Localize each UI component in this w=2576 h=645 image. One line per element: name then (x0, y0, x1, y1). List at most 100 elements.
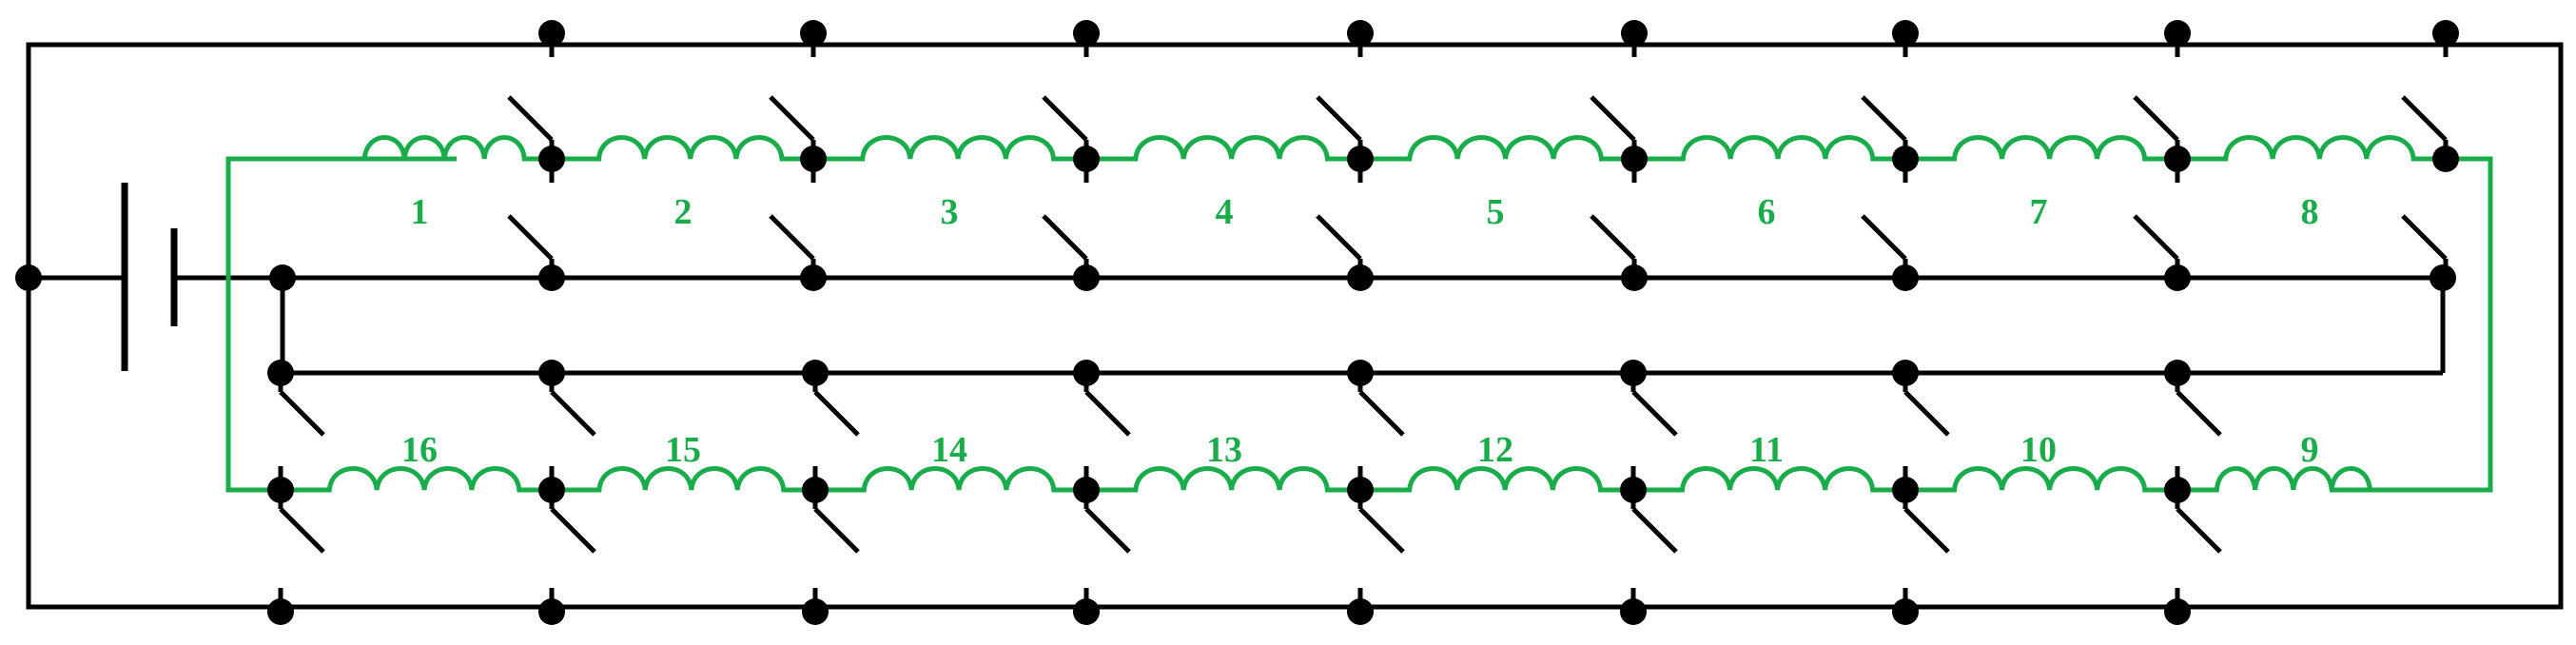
top-coil-node (2432, 146, 2459, 172)
top-rail-node (1073, 20, 1100, 47)
bottom-coil-14 (815, 466, 1086, 493)
bus-b-node (802, 360, 829, 386)
black-wiring (26, 42, 2564, 610)
top-rail-node (1621, 20, 1648, 47)
switch-blade (1316, 95, 1362, 142)
bottom-coil-node (1347, 477, 1374, 503)
top-coil-node (800, 146, 827, 172)
bottom-rail-node (267, 598, 294, 625)
switch-blade (1903, 507, 1950, 554)
top-rail-node (1892, 20, 1919, 47)
switch-blade (769, 214, 815, 261)
bottom-coil-9 (2177, 466, 2396, 493)
bus-b-node (538, 360, 565, 386)
switch-blade (279, 390, 325, 437)
switch-blade (1631, 507, 1678, 554)
switch-blade (1590, 95, 1636, 142)
top-coil-node (1073, 146, 1100, 172)
bottom-coil-node (1073, 477, 1100, 503)
bus-a-node (1347, 264, 1374, 291)
bottom-coil-node (1620, 477, 1647, 503)
bus-b-node (267, 360, 294, 386)
top-coil-5 (1360, 135, 1634, 162)
battery-left-node (15, 264, 42, 291)
switch-blade (1861, 95, 1907, 142)
switch-blade (279, 507, 325, 554)
bottom-coil-label: 13 (1206, 430, 1242, 470)
switch-blade (1590, 214, 1636, 261)
bus-a-node (1073, 264, 1100, 291)
bottom-coil-label: 10 (2020, 430, 2057, 470)
top-coil-label: 5 (1487, 192, 1505, 232)
top-coil-node (1621, 146, 1648, 172)
bottom-rail-node (2164, 598, 2191, 625)
top-coil-4 (1086, 135, 1360, 162)
top-coil-label: 2 (674, 192, 693, 232)
switch-blade (1861, 214, 1907, 261)
bottom-coil-node (267, 477, 294, 503)
bottom-rail-node (1073, 598, 1100, 625)
top-coil-6 (1634, 135, 1905, 162)
switches (278, 33, 2449, 612)
switch-blade (1042, 95, 1088, 142)
top-rail-node (538, 20, 565, 47)
bus-a-node (538, 264, 565, 291)
switch-blade (1042, 214, 1088, 261)
bus-b-node (1073, 360, 1100, 386)
bottom-rail-node (802, 598, 829, 625)
bottom-rail-node (1347, 598, 1374, 625)
bottom-coil-label: 16 (401, 430, 438, 470)
bus-b-node (1620, 360, 1647, 386)
bus-a-right-node (2430, 264, 2456, 291)
bottom-coil-11 (1633, 466, 1905, 493)
bottom-rail-node (1892, 598, 1919, 625)
switch-blade (2176, 390, 2222, 437)
top-coil-3 (813, 135, 1086, 162)
top-coil-8 (2177, 135, 2446, 162)
bottom-coil-node (538, 477, 565, 503)
top-coil-label: 7 (2030, 192, 2048, 232)
switch-blade (2176, 507, 2222, 554)
bottom-coil-12 (1360, 466, 1633, 493)
bottom-rail-node (538, 598, 565, 625)
top-coil-label: 3 (941, 192, 959, 232)
bus-a-node (1621, 264, 1648, 291)
coil-loop-right (2330, 156, 2493, 493)
bottom-coil-10 (1905, 466, 2177, 493)
switch-blade (1631, 390, 1678, 437)
green-coil-loop (225, 135, 2493, 493)
switch-blade (769, 95, 815, 142)
switch-blade (813, 507, 860, 554)
outer-frame-wire (26, 42, 2564, 610)
top-coil-1 (323, 135, 552, 162)
switch-blade (2133, 214, 2179, 261)
bus-a-node (800, 264, 827, 291)
bottom-coil-label: 9 (2301, 430, 2319, 470)
top-coil-node (538, 146, 565, 172)
switch-blade (507, 214, 554, 261)
bottom-coil-13 (1086, 466, 1360, 493)
top-rail-node (800, 20, 827, 47)
top-coil-2 (552, 135, 813, 162)
bottom-rail-node (1620, 598, 1647, 625)
bottom-coil-label: 14 (931, 430, 967, 470)
top-coil-label: 1 (411, 192, 429, 232)
bus-a-node (2164, 264, 2191, 291)
switch-blade (1084, 390, 1131, 437)
top-coil-node (1892, 146, 1919, 172)
top-coil-label: 4 (1216, 192, 1234, 232)
switch-blade (2133, 95, 2179, 142)
top-rail-node (2432, 20, 2459, 47)
bottom-coil-label: 15 (665, 430, 701, 470)
bus-a-left-node (269, 264, 296, 291)
switch-blade (2401, 214, 2448, 261)
switch-blade (813, 390, 860, 437)
top-coil-7 (1905, 135, 2177, 162)
bottom-coil-node (1892, 477, 1919, 503)
top-coil-label: 6 (1758, 192, 1776, 232)
bottom-coil-label: 12 (1477, 430, 1513, 470)
switch-blade (1903, 390, 1950, 437)
top-coil-label: 8 (2301, 192, 2319, 232)
